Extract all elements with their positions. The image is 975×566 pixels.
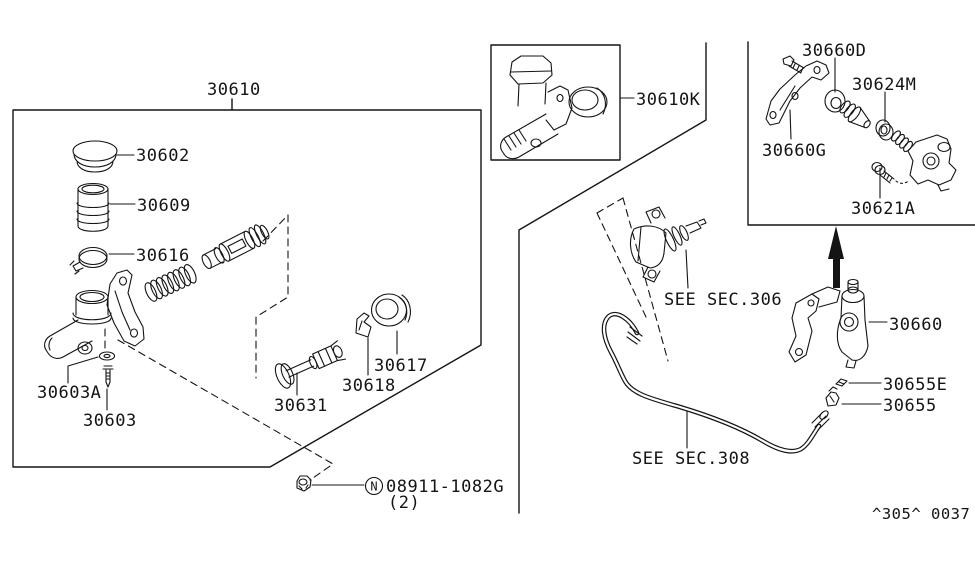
valve-body-drawing — [907, 134, 957, 192]
label-30610K[interactable]: 30610K — [636, 90, 701, 110]
damper-assembly-drawing — [788, 278, 869, 369]
clutch-hose-drawing — [601, 311, 830, 454]
label-30610[interactable]: 30610 — [207, 80, 261, 100]
label-see-sec306[interactable]: SEE SEC.306 — [664, 290, 782, 310]
label-30655[interactable]: 30655 — [883, 396, 937, 416]
leader-sec306 — [685, 249, 689, 289]
frame-lines — [12, 41, 975, 514]
alignment-dashed-lines — [104, 197, 669, 481]
master-cylinder-assy-inset-drawing — [500, 55, 608, 160]
up-arrow-icon — [828, 226, 844, 288]
cylinder-zone-dashed-top — [596, 197, 624, 214]
dust-cover-ring-drawing — [370, 293, 411, 327]
label-30602[interactable]: 30602 — [136, 146, 190, 166]
leader-30603A — [67, 356, 99, 384]
label-30616[interactable]: 30616 — [136, 246, 190, 266]
nut-axis-dashed — [117, 339, 334, 481]
nut-symbol: N — [370, 480, 377, 494]
leader-30660G — [789, 109, 792, 140]
label-30603A[interactable]: 30603A — [37, 383, 101, 403]
stopper-bolt-drawing — [102, 365, 114, 388]
leader-lines — [67, 57, 888, 486]
seal-ring-drawing — [875, 119, 894, 141]
stopper-washer-drawing — [98, 351, 116, 361]
label-30618[interactable]: 30618 — [342, 376, 396, 396]
cylinder-zone-dashed-right — [622, 197, 669, 362]
nut-symbol-circle — [364, 476, 384, 496]
right-panel-outline — [747, 41, 975, 226]
label-30660[interactable]: 30660 — [889, 315, 943, 335]
hose-upper-fitting — [626, 326, 643, 345]
figure-code: ^305^ 0037 — [872, 505, 970, 523]
damper-boot-drawing — [839, 100, 871, 129]
piston-axis-dashed — [255, 214, 289, 379]
main-box-outline — [12, 109, 482, 468]
hardware-note: N 08911-1082G (2) — [364, 476, 504, 513]
reservoir-cap-drawing — [72, 140, 118, 173]
label-see-sec308[interactable]: SEE SEC.308 — [632, 449, 750, 469]
inset-box-outline — [490, 44, 621, 161]
label-nut-quantity: (2) — [388, 493, 420, 513]
label-30624M[interactable]: 30624M — [852, 75, 916, 95]
piston-assembly-drawing — [201, 224, 270, 270]
reservoir-tank-drawing — [76, 182, 110, 232]
label-30655E[interactable]: 30655E — [883, 375, 947, 395]
label-30631[interactable]: 30631 — [274, 396, 328, 416]
valve-spring-drawing — [891, 130, 913, 153]
label-30660D[interactable]: 30660D — [802, 41, 866, 61]
master-cylinder-body-drawing — [44, 269, 145, 359]
divider-staircase — [518, 42, 707, 514]
clip-30655E-drawing — [835, 378, 848, 387]
label-nut-part-number[interactable]: 08911-1082G — [386, 477, 504, 497]
label-30617[interactable]: 30617 — [374, 356, 428, 376]
nut-drawing — [296, 475, 312, 492]
band-clamp-drawing — [69, 246, 108, 275]
pushrod-assembly-drawing — [274, 340, 347, 389]
cylinder-zone-dashed-left — [596, 212, 647, 318]
label-30609[interactable]: 30609 — [137, 196, 191, 216]
label-30660G[interactable]: 30660G — [762, 141, 826, 161]
bracket-drawing — [765, 55, 830, 126]
clip-30655-drawing — [825, 386, 840, 407]
return-spring-drawing — [144, 263, 197, 302]
boot-drawing — [355, 312, 372, 338]
label-30621A[interactable]: 30621A — [851, 199, 915, 219]
grommet-drawing — [824, 89, 846, 113]
screw-drawing — [871, 161, 910, 184]
label-30603[interactable]: 30603 — [83, 411, 137, 431]
operating-cylinder-drawing — [629, 206, 707, 283]
